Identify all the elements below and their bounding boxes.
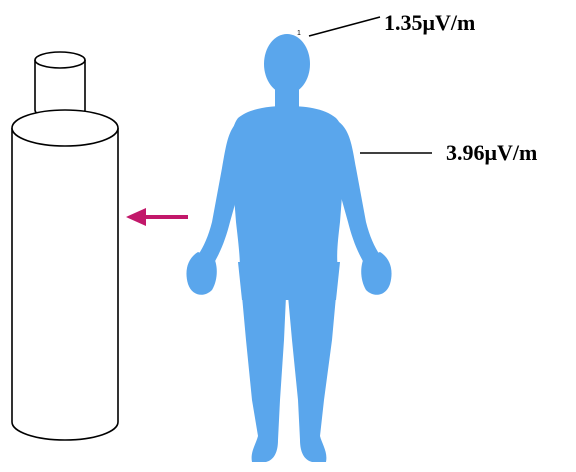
- human-body-silhouette-icon: [186, 34, 391, 462]
- head-leader-tick: 1: [297, 30, 301, 37]
- left-arrow-icon: [126, 208, 188, 226]
- head-leader-line: [309, 17, 380, 36]
- cylinder-antenna-icon: [12, 52, 118, 440]
- arm-field-label: 3.96μV/m: [446, 142, 537, 164]
- head-field-label: 1.35μV/m: [384, 12, 475, 34]
